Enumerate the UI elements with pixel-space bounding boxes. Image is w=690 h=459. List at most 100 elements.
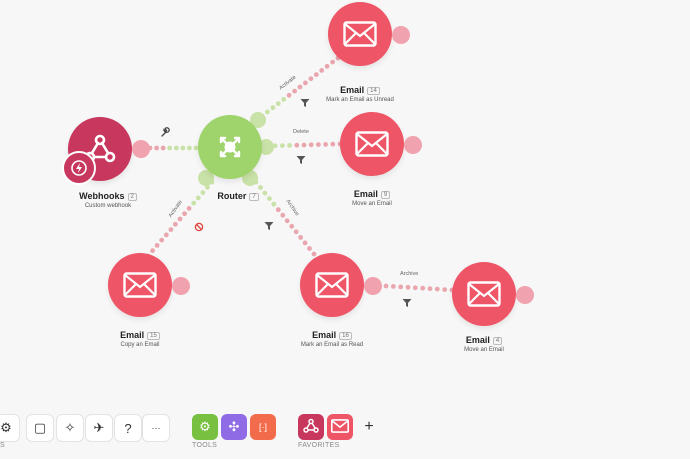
- connection-dot: [267, 196, 272, 202]
- envelope-icon: [315, 272, 349, 298]
- webhooks-favorite-button[interactable]: [298, 414, 324, 440]
- email-favorite-button[interactable]: [327, 414, 353, 440]
- filter-icon[interactable]: [264, 221, 274, 231]
- email-15-bubble[interactable]: [108, 253, 172, 317]
- connection-dot: [193, 145, 199, 151]
- connection-dot: [270, 105, 276, 111]
- connection-dot: [275, 207, 281, 213]
- explain-flow-button[interactable]: ✈: [85, 414, 113, 442]
- connection-dot: [160, 145, 166, 151]
- connection-dot: [154, 243, 160, 248]
- connection-dot: [319, 68, 325, 73]
- ellipsis-icon: ···: [151, 423, 161, 433]
- connection-dot: [287, 143, 292, 148]
- email-9-output-handle[interactable]: [404, 136, 422, 154]
- link-webhooks-router[interactable]: [147, 145, 199, 151]
- router-handle-top[interactable]: [250, 112, 266, 128]
- link-router-email-15[interactable]: [145, 179, 215, 259]
- envelope-icon: [343, 21, 377, 47]
- connection-dot: [324, 63, 330, 69]
- connection-dot: [292, 88, 297, 94]
- lightning-icon: [71, 160, 87, 176]
- connection-dot: [173, 221, 178, 227]
- filter-icon[interactable]: [296, 155, 306, 165]
- connection-dot: [420, 285, 426, 291]
- connection-dot: [186, 206, 192, 211]
- email-16-output-handle[interactable]: [364, 277, 382, 295]
- email-14-bubble[interactable]: [328, 2, 392, 66]
- link-router-email-9[interactable]: [265, 141, 343, 149]
- connection-dot: [293, 229, 299, 235]
- route-label-to-email-9[interactable]: Delete: [293, 129, 309, 135]
- webhooks-output-handle[interactable]: [132, 140, 150, 158]
- connection-dot: [177, 216, 183, 222]
- connection-dot: [265, 109, 270, 115]
- email-4-bubble[interactable]: [452, 262, 516, 326]
- connection-dot: [200, 190, 206, 196]
- plus-icon: +: [364, 418, 374, 435]
- node-email-16[interactable]: [300, 253, 384, 325]
- webhooks-subtitle: Custom webhook: [84, 203, 132, 209]
- email-4-output-handle[interactable]: [516, 286, 534, 304]
- email-16-bubble[interactable]: [300, 253, 364, 317]
- email-9-bubble[interactable]: [340, 112, 404, 176]
- settings-button[interactable]: ⚙: [0, 414, 20, 442]
- envelope-icon: [467, 281, 501, 307]
- connection-dot: [405, 284, 411, 290]
- route-label-to-email-4[interactable]: Archive: [400, 271, 419, 277]
- router-tool-button[interactable]: ✣: [221, 414, 247, 440]
- brackets-icon: [·]: [259, 422, 267, 432]
- router-bubble[interactable]: [198, 115, 262, 179]
- node-email-9[interactable]: [340, 112, 424, 184]
- connection-dot: [308, 76, 314, 82]
- email-15-output-handle[interactable]: [172, 277, 190, 295]
- connection-dot: [442, 287, 448, 292]
- filter-icon[interactable]: [300, 98, 310, 108]
- filter-icon[interactable]: [402, 298, 412, 308]
- link-router-email-16[interactable]: [253, 179, 317, 257]
- node-email-4[interactable]: [452, 262, 536, 334]
- connection-dot: [150, 248, 156, 254]
- connection-dot: [163, 232, 169, 238]
- node-email-14[interactable]: [328, 2, 412, 74]
- router-handle-right[interactable]: [258, 139, 274, 155]
- magic-wand-icon: ✧: [64, 420, 76, 435]
- connection-dot: [167, 145, 173, 151]
- connection-dot: [289, 223, 295, 229]
- link-email-16-email-4[interactable]: [383, 283, 455, 293]
- connection-dot: [195, 195, 201, 201]
- connection-dot: [313, 72, 319, 77]
- wrench-icon[interactable]: [160, 127, 170, 137]
- connection-dot: [307, 246, 312, 251]
- flow-control-button[interactable]: ⚙: [192, 414, 218, 440]
- router-arrows-icon: ✣: [228, 419, 240, 434]
- auto-align-button[interactable]: ✧: [56, 414, 84, 442]
- connection-dot: [398, 284, 404, 290]
- connection-dot: [383, 283, 389, 289]
- webhook-icon: [302, 417, 320, 438]
- text-parser-button[interactable]: [·]: [250, 414, 276, 440]
- email-14-output-handle[interactable]: [392, 26, 410, 44]
- note-icon: ▢: [33, 420, 47, 435]
- connection-dot: [302, 240, 308, 246]
- connection-dot: [280, 212, 286, 218]
- add-favorite-button[interactable]: +: [356, 414, 382, 440]
- node-router[interactable]: [192, 110, 274, 190]
- envelope-icon: [123, 272, 157, 298]
- connection-dot: [159, 237, 165, 243]
- connection-dot: [298, 235, 303, 240]
- node-email-15[interactable]: [108, 253, 192, 325]
- router-handle-bottom-left[interactable]: [198, 170, 214, 186]
- help-button[interactable]: ?: [114, 414, 142, 442]
- more-button[interactable]: ···: [142, 414, 170, 442]
- notes-button[interactable]: ▢: [26, 414, 54, 442]
- webhooks-id: 2: [127, 193, 137, 201]
- email-15-id: 15: [147, 332, 160, 340]
- email-4-subtitle: Move an Email: [464, 347, 504, 353]
- connection-dot: [294, 142, 300, 148]
- disabled-route-icon[interactable]: [194, 222, 204, 232]
